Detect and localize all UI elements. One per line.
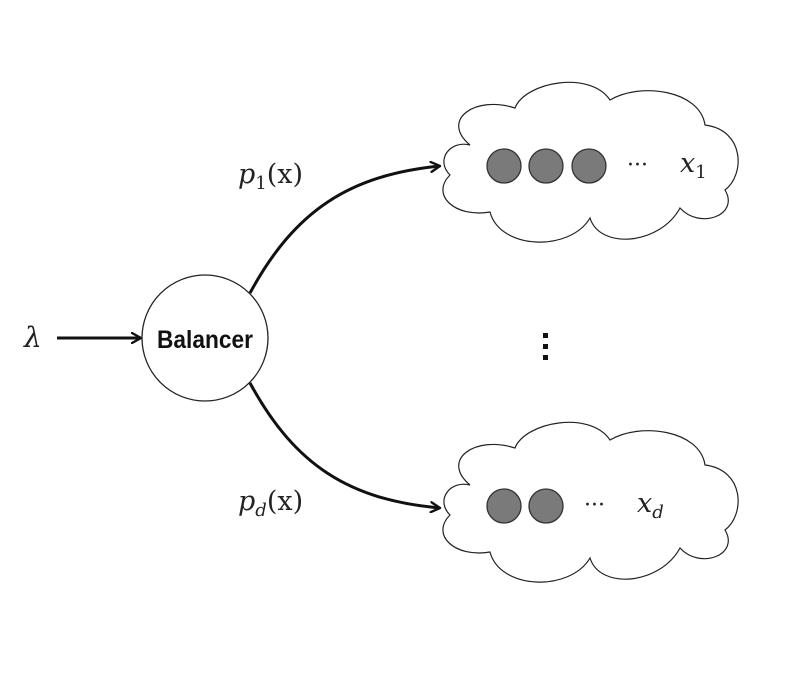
vertical-dot (543, 344, 548, 349)
queue-job-token (528, 148, 564, 184)
vertical-dot (543, 333, 548, 338)
queue-length-bottom: xd (637, 488, 664, 523)
middle-ellipsis: ⋮ (0, 0, 548, 360)
balancer-label: Balancer (157, 326, 253, 354)
middle-ellipsis-text: ⋮ (0, 0, 1, 1)
server-cloud-bottom (442, 421, 739, 583)
routing-prob-top: p1(x) (238, 159, 303, 194)
vertical-dot (543, 355, 548, 360)
branch-arrow-bottom (248, 382, 440, 508)
queue-length-top: x1 (680, 148, 707, 183)
queue-job-token (486, 148, 522, 184)
arrival-rate-label: λ (23, 321, 42, 354)
routing-prob-bottom: pd(x) (238, 486, 303, 521)
routing-prob-top-base: p (238, 159, 255, 190)
routing-prob-top-arg: (x) (267, 159, 303, 190)
queue-job-token (571, 148, 607, 184)
routing-prob-bottom-arg: (x) (267, 486, 303, 517)
queue-job-token (486, 488, 522, 524)
branch-arrow-top (248, 166, 440, 294)
queue-job-token (528, 488, 564, 524)
queue-length-bottom-sub: d (652, 502, 664, 523)
queue-ellipsis-top: ··· (627, 153, 648, 178)
routing-prob-top-sub: 1 (255, 173, 266, 194)
routing-prob-bottom-sub: d (255, 500, 267, 521)
queue-length-top-var: x (680, 148, 695, 179)
queue-length-top-sub: 1 (695, 162, 706, 183)
queue-ellipsis-bottom: ··· (584, 493, 605, 518)
queue-length-bottom-var: x (637, 488, 652, 519)
balancer-node (141, 274, 269, 402)
routing-prob-bottom-base: p (238, 486, 255, 517)
